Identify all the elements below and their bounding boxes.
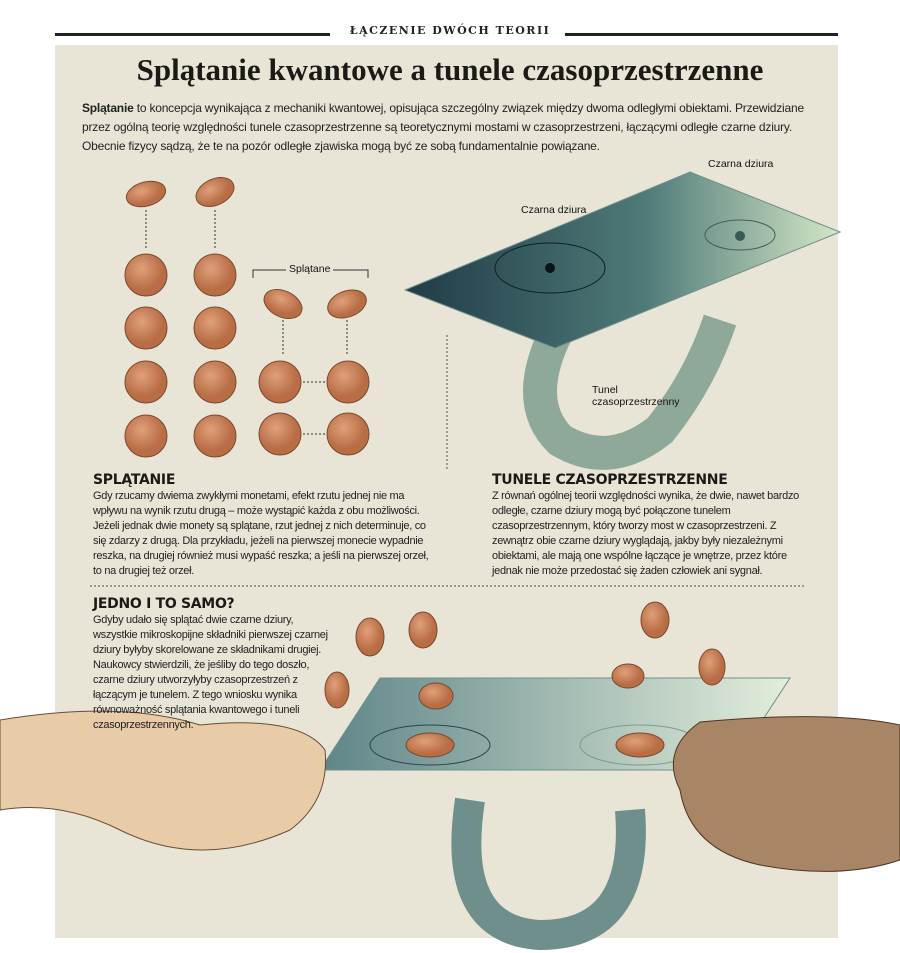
wormhole-illustration — [403, 171, 842, 470]
flying-coin — [640, 601, 670, 639]
intro-lead: Splątanie — [82, 101, 134, 115]
black-hole-label-1: Czarna dziura — [521, 204, 587, 216]
section-body: Gdyby udało się splątać dwie czarne dziu… — [93, 614, 328, 731]
tossed-coin — [195, 176, 235, 208]
flying-coin — [324, 671, 350, 709]
black-hole-ring — [704, 219, 776, 251]
page-title: Splątanie kwantowe a tunele czasoprzestr… — [136, 52, 764, 87]
tossed-coin — [125, 180, 167, 208]
left-hand — [0, 710, 327, 851]
black-hole-label-2: Czarna dziura — [708, 158, 774, 170]
flying-coin — [418, 682, 454, 710]
section-same-thing: JEDNO I TO SAMO? Gdyby udało się splątać… — [93, 596, 328, 733]
black-hole-ring — [369, 724, 491, 766]
entangled-label: Splątane — [286, 263, 334, 275]
flying-coin — [611, 663, 645, 689]
flying-coin — [408, 611, 438, 649]
coin-columns — [124, 176, 370, 458]
coin-heads — [326, 360, 370, 404]
coin — [405, 732, 455, 758]
section-body: Z równań ogólnej teorii względności wyni… — [492, 490, 800, 577]
section-entanglement: SPLĄTANIE Gdy rzucamy dwiema zwykłymi mo… — [93, 472, 438, 579]
wormhole-tube — [451, 797, 646, 951]
coin — [615, 732, 665, 758]
coin-heads — [124, 253, 168, 297]
section-heading: TUNELE CZASOPRZESTRZENNE — [492, 472, 728, 488]
tossed-coin — [263, 288, 303, 320]
kicker: ŁĄCZENIE DWÓCH TEORII — [349, 24, 551, 37]
intro-body: to koncepcja wynikająca z mechaniki kwan… — [82, 101, 804, 153]
right-hand — [672, 716, 900, 872]
coin-tails — [258, 412, 302, 456]
arrows — [145, 210, 348, 435]
black-hole-ring — [494, 242, 606, 294]
flying-coin — [355, 617, 385, 657]
coin-tails — [326, 412, 370, 456]
coin-heads — [193, 414, 237, 458]
coin-heads — [258, 360, 302, 404]
tossed-coin — [327, 289, 367, 319]
header-rule-right — [565, 33, 838, 36]
entangled-black-holes-illustration — [0, 601, 900, 951]
section-wormholes: TUNELE CZASOPRZESTRZENNE Z równań ogólne… — [492, 472, 812, 579]
coin-heads — [193, 253, 237, 297]
coin-tails — [193, 360, 237, 404]
coin-tails — [124, 414, 168, 458]
section-heading: JEDNO I TO SAMO? — [93, 596, 235, 612]
wormhole-tube — [523, 314, 737, 470]
coin-tails — [124, 306, 168, 350]
header-rule-left — [55, 33, 330, 36]
black-hole — [545, 263, 555, 273]
wormhole-label: Tunel czasoprzestrzenny — [592, 384, 680, 408]
section-heading: SPLĄTANIE — [93, 472, 176, 488]
intro-text: Splątanie to koncepcja wynikająca z mech… — [82, 99, 822, 156]
coin-heads — [124, 360, 168, 404]
coin-tails — [193, 306, 237, 350]
black-hole — [735, 231, 745, 241]
section-body: Gdy rzucamy dwiema zwykłymi monetami, ef… — [93, 490, 429, 577]
spacetime-sheet — [403, 171, 842, 349]
flying-coin — [698, 648, 726, 686]
